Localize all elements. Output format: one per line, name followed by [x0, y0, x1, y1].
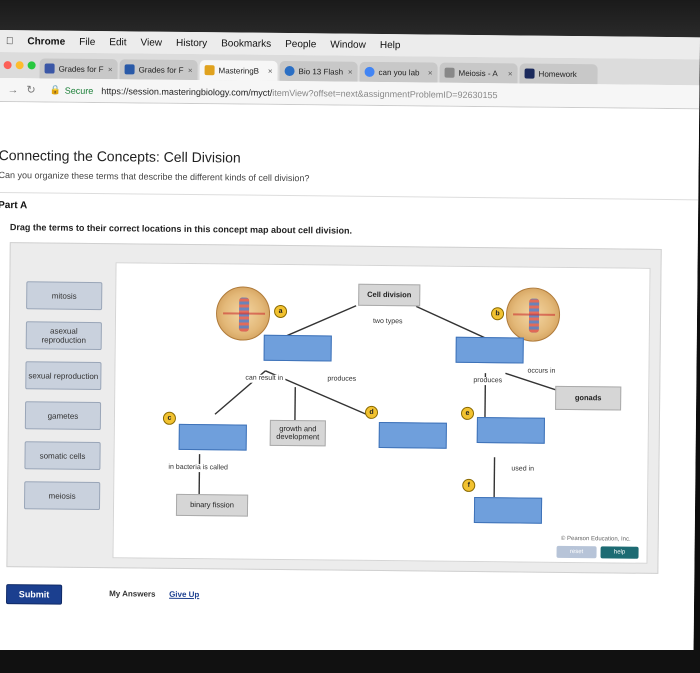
badge-b: b	[490, 307, 505, 321]
url-main: https://session.masteringbiology.com/myc…	[101, 85, 273, 98]
menu-file[interactable]: File	[71, 36, 95, 48]
menu-history[interactable]: History	[168, 37, 207, 49]
google-favicon-icon	[364, 66, 375, 77]
secure-label: Secure	[64, 85, 94, 96]
mitosis-cell-image	[215, 286, 271, 341]
tab-label: Bio 13 Flash	[298, 66, 344, 77]
term-meiosis[interactable]: meiosis	[23, 481, 101, 511]
node-cell-division: Cell division	[358, 283, 421, 307]
page-title: Connecting the Concepts: Cell Division	[0, 146, 241, 166]
tab-label: Homework	[538, 69, 577, 79]
badge-e: e	[460, 406, 475, 420]
badge-c: c	[162, 411, 177, 425]
submit-button[interactable]: Submit	[5, 584, 63, 605]
drop-target-d[interactable]	[378, 421, 447, 449]
tab-label: can you lab	[378, 67, 420, 77]
copyright-text: © Pearson Education, Inc.	[560, 535, 631, 543]
divider	[0, 191, 699, 201]
label-in-bacteria: in bacteria is called	[166, 463, 230, 473]
concept-map-lines	[198, 305, 566, 498]
term-mitosis[interactable]: mitosis	[26, 281, 103, 311]
reload-icon[interactable]: ↻	[26, 84, 36, 97]
part-heading: Part A	[0, 199, 28, 212]
maximize-window-icon[interactable]	[27, 61, 36, 70]
drag-drop-panel: mitosis asexual reproduction sexual repr…	[6, 242, 662, 574]
lock-icon: 🔒	[49, 84, 61, 95]
menu-people[interactable]: People	[277, 38, 316, 50]
apple-icon[interactable]: 	[6, 36, 14, 47]
my-answers-label: My Answers	[109, 589, 156, 599]
drop-target-b[interactable]	[455, 336, 524, 364]
close-tab-icon[interactable]: ×	[107, 64, 113, 74]
term-gametes[interactable]: gametes	[24, 401, 102, 431]
url-field[interactable]: https://session.masteringbiology.com/myc…	[101, 86, 497, 100]
give-up-link[interactable]: Give Up	[169, 589, 200, 600]
label-can-result-in: can result in	[243, 374, 286, 384]
menu-edit[interactable]: Edit	[101, 36, 126, 48]
close-tab-icon[interactable]: ×	[507, 68, 513, 78]
tab-mastering[interactable]: MasteringB ×	[199, 60, 278, 81]
drop-target-c[interactable]	[178, 423, 247, 451]
tab-label: Grades for F	[138, 64, 184, 75]
grades-favicon-icon	[44, 63, 55, 74]
concept-map: Cell division two types a b can result i…	[112, 262, 651, 564]
tab-meiosis[interactable]: Meiosis - A ×	[439, 62, 518, 84]
grades-favicon-icon	[124, 64, 135, 75]
term-asexual-reproduction[interactable]: asexual reproduction	[25, 321, 102, 351]
minimize-window-icon[interactable]	[15, 61, 24, 70]
tab-google-search[interactable]: can you lab ×	[359, 61, 438, 83]
label-occurs-in: occurs in	[525, 367, 558, 376]
close-window-icon[interactable]	[3, 61, 12, 70]
label-used-in: used in	[509, 465, 537, 474]
homework-favicon-icon	[524, 68, 535, 79]
menu-window[interactable]: Window	[322, 38, 366, 51]
drop-target-e[interactable]	[476, 417, 545, 444]
help-button[interactable]: help	[600, 546, 639, 559]
page-favicon-icon	[444, 67, 455, 78]
forward-arrow-icon[interactable]: →	[7, 83, 19, 96]
page-content: Connecting the Concepts: Cell Division C…	[0, 101, 700, 640]
screen-bezel-bottom	[0, 650, 700, 673]
url-rest: itemView?offset=next&assignmentProblemID…	[272, 87, 498, 100]
tab-grades-2[interactable]: Grades for F ×	[119, 59, 198, 81]
node-gonads: gonads	[555, 385, 622, 411]
menu-help[interactable]: Help	[372, 39, 401, 51]
reset-button[interactable]: reset	[556, 545, 597, 559]
close-tab-icon[interactable]: ×	[187, 65, 193, 75]
close-tab-icon[interactable]: ×	[267, 66, 273, 76]
page-subtitle: Can you organize these terms that descri…	[0, 169, 310, 184]
badge-d: d	[364, 405, 379, 419]
quizlet-favicon-icon	[284, 65, 295, 77]
tab-label: MasteringB	[218, 65, 260, 76]
label-produces-right: produces	[471, 376, 505, 386]
tab-label: Grades for F	[58, 64, 104, 74]
instruction-text: Drag the terms to their correct location…	[9, 222, 353, 236]
label-produces-left: produces	[325, 375, 359, 384]
label-two-types: two types	[370, 317, 405, 327]
tab-homework[interactable]: Homework	[519, 63, 598, 85]
mastering-favicon-icon	[204, 65, 215, 76]
term-sexual-reproduction[interactable]: sexual reproduction	[25, 361, 102, 391]
drop-target-a[interactable]	[263, 334, 332, 362]
node-growth-development: growth and development	[269, 419, 326, 447]
menu-app-name[interactable]: Chrome	[19, 35, 65, 48]
meiosis-cell-image	[505, 287, 561, 342]
menu-view[interactable]: View	[132, 36, 162, 49]
close-tab-icon[interactable]: ×	[427, 67, 433, 78]
tab-label: Meiosis - A	[458, 68, 498, 78]
drop-target-f[interactable]	[473, 496, 543, 524]
term-somatic-cells[interactable]: somatic cells	[24, 441, 101, 471]
badge-f: f	[462, 478, 476, 493]
tab-grades-1[interactable]: Grades for F ×	[39, 58, 118, 80]
menu-bookmarks[interactable]: Bookmarks	[213, 37, 271, 50]
window-controls	[3, 61, 36, 70]
close-tab-icon[interactable]: ×	[347, 67, 353, 77]
browser-window:  Chrome File Edit View History Bookmark…	[0, 30, 700, 658]
tab-bio-flash[interactable]: Bio 13 Flash ×	[279, 60, 358, 82]
badge-a: a	[274, 304, 288, 319]
node-binary-fission: binary fission	[175, 493, 249, 517]
